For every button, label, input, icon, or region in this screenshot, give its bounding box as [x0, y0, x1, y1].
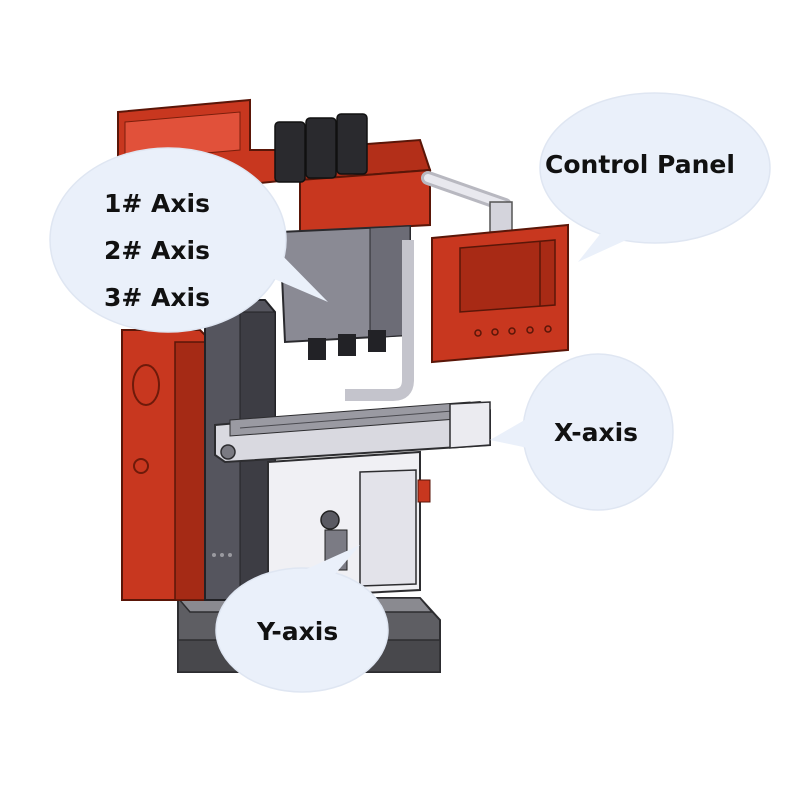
x-axis-label: X-axis: [554, 418, 638, 447]
axes-callout-label: 1# Axis 2# Axis 3# Axis: [104, 180, 210, 321]
axis-3-label: 3# Axis: [104, 274, 210, 321]
control-panel-label: Control Panel: [545, 150, 735, 179]
control-panel-unit: [432, 225, 568, 362]
axis-1-label: 1# Axis: [104, 180, 210, 227]
y-axis-label: Y-axis: [257, 617, 338, 646]
axis-2-label: 2# Axis: [104, 227, 210, 274]
